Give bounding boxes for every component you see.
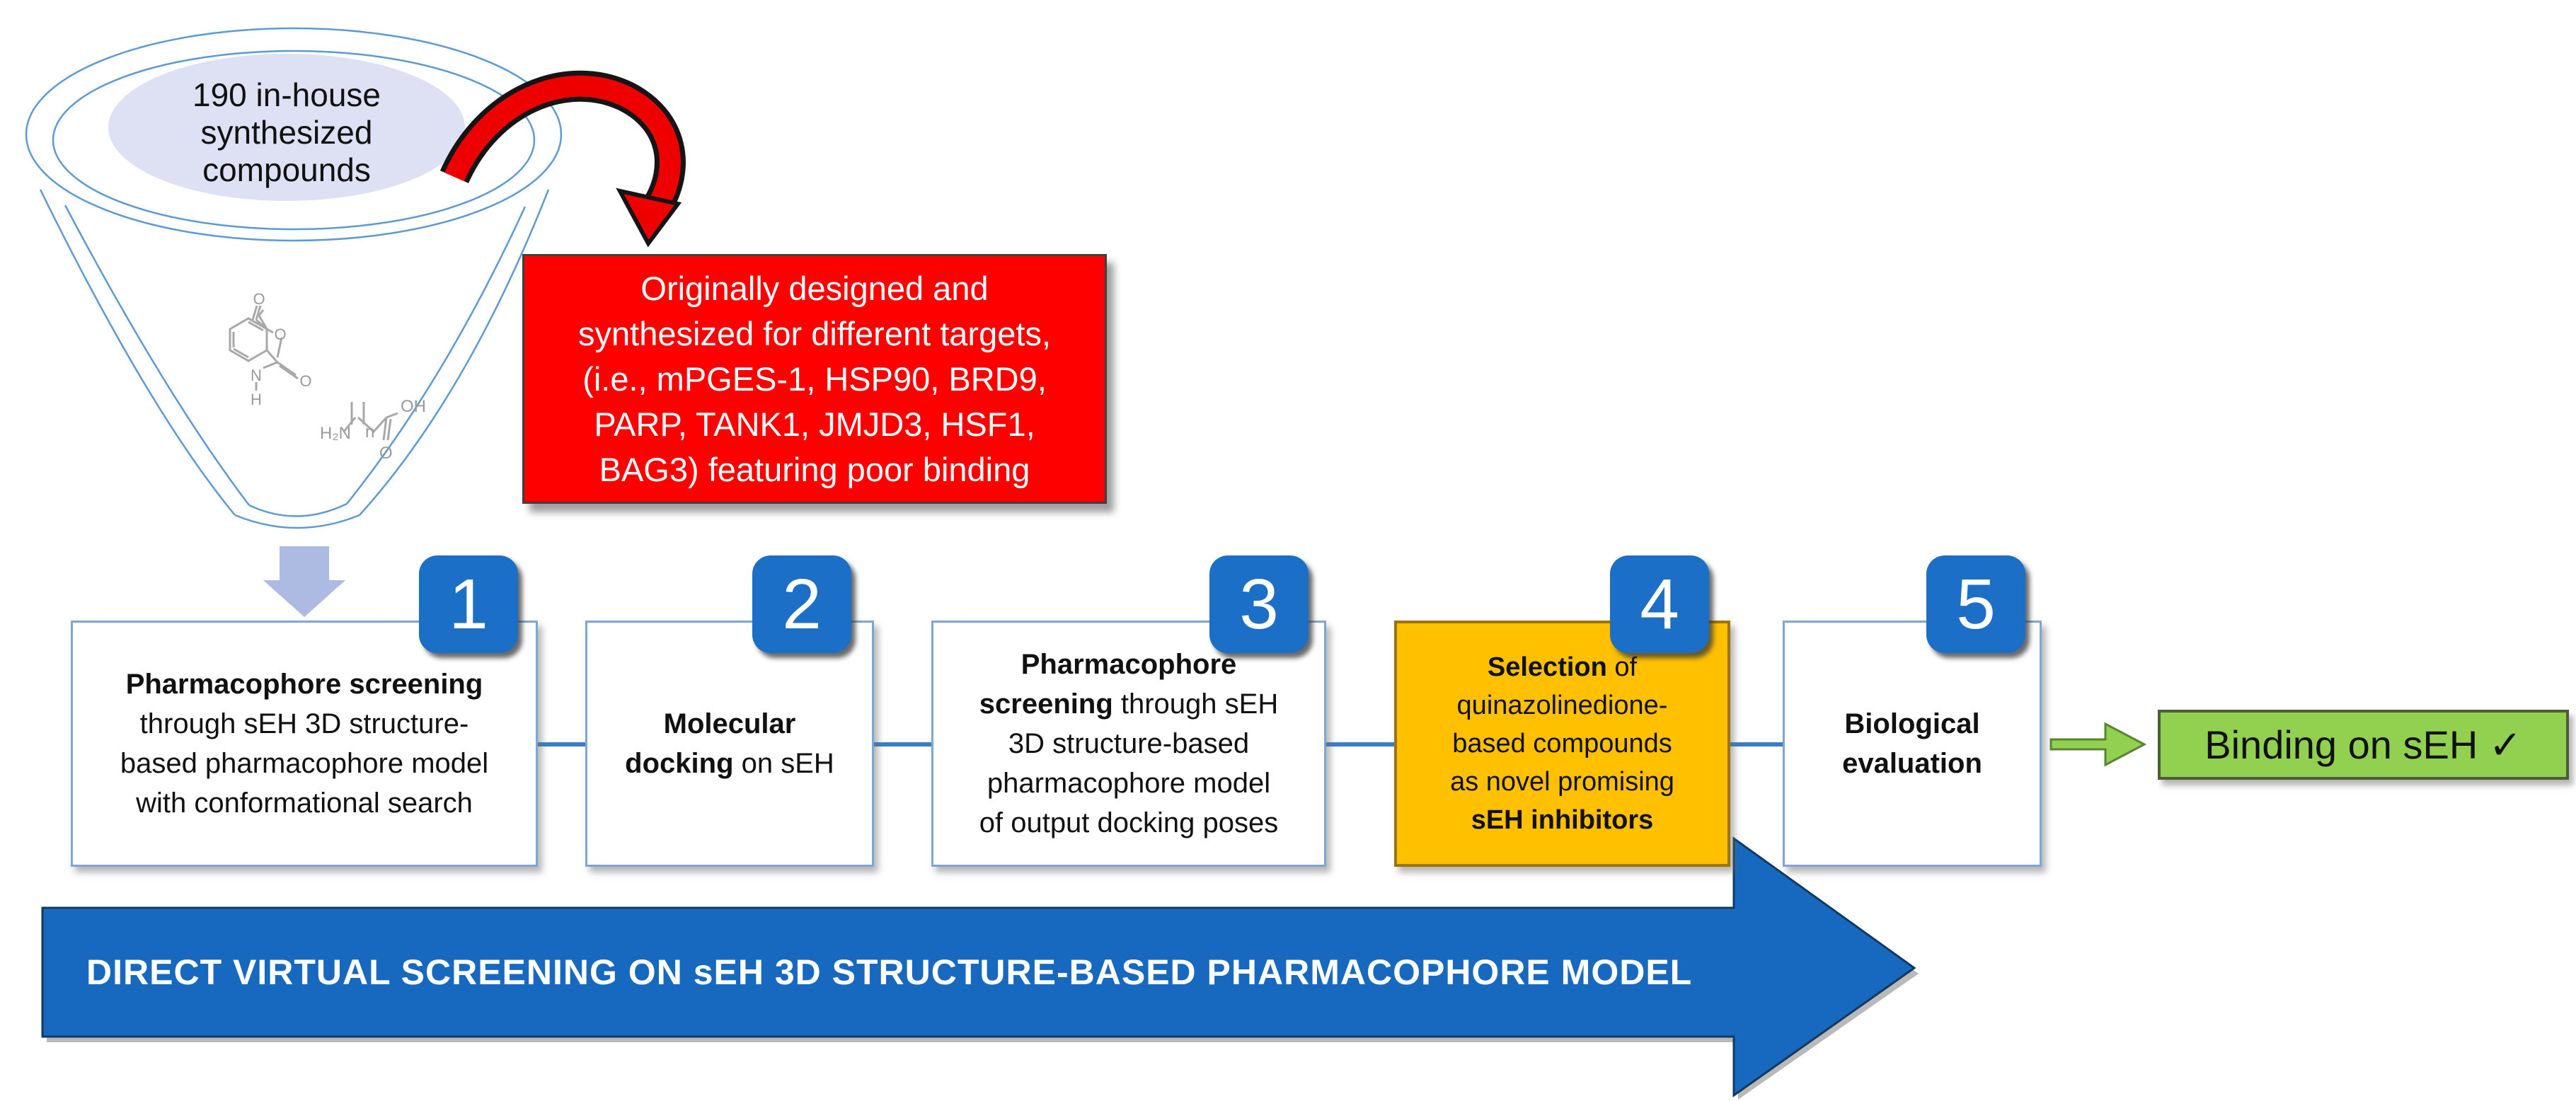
step-4-text: based compounds [1452,729,1672,759]
step-badge-4: 4 [1610,555,1709,653]
step-badge-1: 1 [419,555,518,653]
funnel-label-line1: 190 in-house [192,76,381,113]
step-2-text: Molecular [663,708,796,739]
atom-o-side: O [299,372,311,390]
step-3-text: screening [979,688,1113,720]
molecule-structure-1: O O O N H [229,290,312,408]
step-box-2: Molecular docking on sEH [585,621,874,867]
result-box: Binding on sEH ✓ [2158,710,2569,780]
step-3-text: Pharmacophore [1020,649,1237,680]
step-badge-2: 2 [752,555,851,653]
red-curved-arrow-icon [439,70,686,248]
step-box-3: Pharmacophore screening through sEH 3D s… [931,621,1326,867]
step-4-text: as novel promising [1450,767,1674,797]
step-3-text: 3D structure-based [1008,728,1250,759]
connector-1-2 [538,742,585,747]
step-5-text: Biological [1844,708,1980,739]
step-3-text: through sEH [1112,688,1279,720]
step-box-5: Biological evaluation [1783,621,2042,867]
atom-o-top: O [253,290,265,308]
funnel-label-line2: synthesized [201,114,373,151]
funnel-label-line3: compounds [202,151,371,188]
step-5-text: evaluation [1842,748,1982,779]
step-3-text: of output docking poses [979,807,1279,838]
step-1-text: based pharmacophore model [120,748,489,779]
step-4-text: quinazolinedione- [1456,691,1668,720]
connector-3-4 [1326,742,1394,747]
label-n-subscript: n [365,422,374,442]
banner-label: DIRECT VIRTUAL SCREENING ON sEH 3D STRUC… [86,952,1693,992]
step-2-text: on sEH [733,748,834,779]
red-note-line: PARP, TANK1, JMJD3, HSF1, [594,405,1035,443]
result-arrow-icon [2049,722,2147,767]
funnel-ellipse [108,54,465,201]
atom-h: H [251,391,262,408]
label-o: O [379,444,393,463]
label-h2n: H₂N [320,424,351,443]
atom-o-ring: O [274,325,286,343]
step-box-1: Pharmacophore screening through sEH 3D s… [71,621,538,867]
result-label: Binding on sEH ✓ [2204,722,2522,767]
step-1-text: Pharmacophore screening [125,669,483,700]
red-note-card: Originally designed and synthesized for … [522,254,1107,504]
red-note-line: synthesized for different targets, [578,314,1051,352]
step-4-text: of [1606,652,1638,682]
step-1-text: through sEH 3D structure- [139,708,469,739]
molecule-structure-2: H₂N n OH O [320,397,426,463]
step-3-text: pharmacophore model [987,768,1271,799]
step-4-text: Selection [1487,652,1607,682]
connector-4-5 [1730,742,1783,747]
label-oh: OH [401,397,426,416]
red-note-line: BAG3) featuring poor binding [599,450,1030,488]
funnel-graphic: 190 in-house synthesized compounds O O O… [25,27,686,617]
step-badge-5: 5 [1926,555,2025,653]
connector-2-3 [874,742,931,747]
red-note-line: (i.e., mPGES-1, HSP90, BRD9, [582,359,1047,398]
down-arrow-icon [263,546,345,617]
step-4-text: sEH inhibitors [1471,805,1654,835]
step-1-text: with conformational search [136,788,473,819]
step-box-4: Selection of quinazolinedione- based com… [1394,621,1730,867]
atom-n: N [251,367,262,384]
step-badge-3: 3 [1209,555,1309,653]
step-2-text: docking [625,748,734,779]
banner-arrow [41,836,1919,1100]
red-note-line: Originally designed and [640,269,989,307]
